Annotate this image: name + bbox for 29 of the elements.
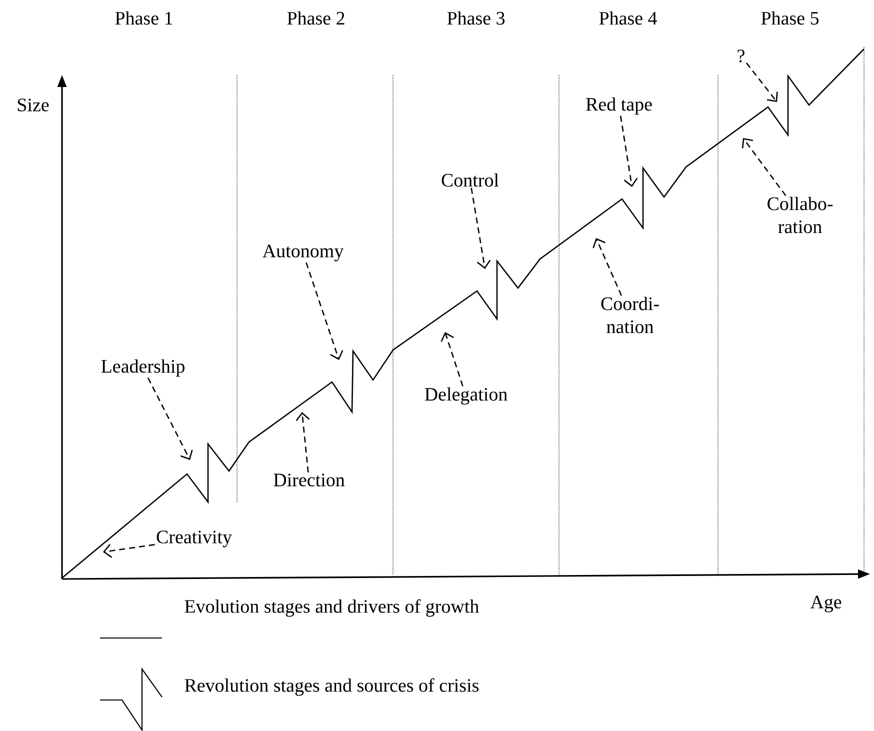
node-label: Creativity: [156, 530, 232, 548]
leader-arrow: [306, 262, 344, 360]
node-label: Delegation: [424, 387, 508, 405]
node-label: Leadership: [101, 359, 184, 377]
node-label: Autonomy: [262, 244, 344, 262]
axis-label: Phase 1: [115, 11, 172, 25]
axis-label: Size: [18, 98, 49, 112]
leader-arrow: [742, 138, 786, 196]
leader-arrow: [746, 62, 778, 102]
leader-arrow: [103, 544, 155, 558]
node-label: Coordi- nation: [601, 296, 659, 334]
leader-arrow: [592, 238, 622, 296]
axis-label: Phase 3: [447, 11, 505, 25]
legend-text: Revolution stages and sources of crisis: [184, 678, 479, 696]
node-label: Collabo- ration: [768, 196, 833, 234]
leader-arrow: [147, 378, 193, 460]
node-label: Control: [442, 173, 499, 187]
node-label: ?: [738, 50, 744, 62]
leader-arrow: [470, 188, 491, 269]
leader-arrow: [440, 332, 464, 386]
axis-label: Age: [810, 596, 842, 612]
node-label: Direction: [274, 474, 345, 486]
axis-label: Phase 5: [761, 11, 819, 25]
leader-arrow: [296, 412, 310, 472]
node-label: Red tape: [586, 97, 652, 115]
axis-label: Phase 4: [599, 11, 657, 25]
legend-text: Evolution stages and drivers of growth: [184, 599, 479, 617]
leader-arrow: [620, 116, 638, 187]
axis-label: Phase 2: [287, 11, 344, 25]
